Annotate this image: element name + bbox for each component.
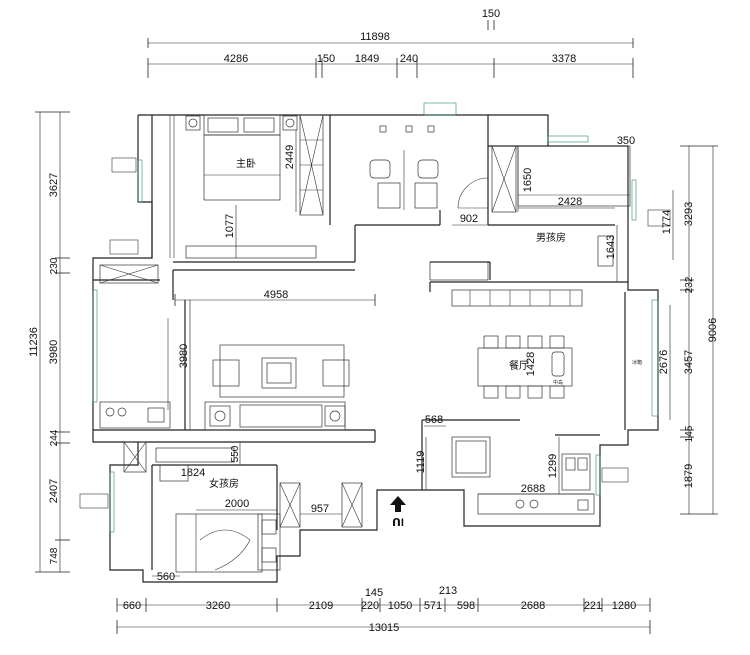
windows <box>92 102 659 533</box>
dim-int-3980: 3980 <box>178 344 190 368</box>
dim-int-1643: 1643 <box>605 235 617 259</box>
dim-int-1774: 1774 <box>661 210 673 234</box>
furniture <box>79 114 671 573</box>
dim-int-902: 902 <box>460 213 478 225</box>
dim-top-1849: 1849 <box>355 53 379 65</box>
label-master-bedroom: 主卧 <box>236 157 256 170</box>
dim-left-3627: 3627 <box>48 173 60 197</box>
dim-right-145: 145 <box>684 425 695 442</box>
dim-right-1879: 1879 <box>683 464 695 488</box>
dim-bottom-3260: 3260 <box>206 600 230 612</box>
label-girl-room: 女孩房 <box>209 477 239 490</box>
dim-left-2407: 2407 <box>48 479 60 503</box>
top-dimensions: 11898 150 4286 150 1849 240 3378 <box>147 8 634 78</box>
dim-right-overall: 9006 <box>707 318 719 342</box>
dim-top-overall: 11898 <box>360 31 390 43</box>
dim-bottom-2109: 2109 <box>309 600 333 612</box>
dim-bottom-2688: 2688 <box>521 600 545 612</box>
dim-bottom-571: 571 <box>424 600 442 612</box>
dim-top-4286: 4286 <box>224 53 248 65</box>
dim-bottom-1050: 1050 <box>388 600 412 612</box>
room-labels: 主卧 男孩房 餐厅 女孩房 冰箱 中岛 <box>209 157 642 490</box>
dim-left-230: 230 <box>49 257 60 274</box>
dim-int-1428: 1428 <box>525 352 537 376</box>
dim-bottom-220: 220 <box>361 600 379 612</box>
dim-left-overall: 11236 <box>28 327 40 357</box>
dim-int-1824: 1824 <box>181 467 205 479</box>
dim-int-350: 350 <box>617 135 635 147</box>
dim-left-3980: 3980 <box>48 340 60 364</box>
dim-bottom-overall: 13015 <box>369 622 400 634</box>
left-dimensions: 11236 3627 230 3980 244 2407 748 <box>28 111 70 573</box>
dim-int-2000: 2000 <box>225 498 249 510</box>
dim-int-560: 560 <box>157 571 175 583</box>
dim-left-748: 748 <box>49 547 60 564</box>
label-boy-room: 男孩房 <box>536 231 566 244</box>
bottom-dimensions: 660 3260 2109 220 1050 571 598 2688 221 … <box>116 585 651 634</box>
dim-int-1119: 1119 <box>415 451 427 474</box>
dim-int-568: 568 <box>425 414 443 426</box>
dim-right-3293: 3293 <box>683 202 695 226</box>
dim-int-1650: 1650 <box>522 168 534 192</box>
dim-bottom-1280: 1280 <box>612 600 636 612</box>
dim-right-3457: 3457 <box>683 350 695 374</box>
dim-int-1077: 1077 <box>224 214 236 238</box>
dim-int-2428: 2428 <box>558 196 582 208</box>
dim-bottom-221: 221 <box>584 600 602 612</box>
entry-label: ꓵI <box>392 517 404 529</box>
dim-int-550: 550 <box>230 445 241 462</box>
dim-top-3378: 3378 <box>552 53 576 65</box>
dim-top-150: 150 <box>317 53 335 65</box>
dim-right-232: 232 <box>684 276 695 293</box>
dim-bottom-660: 660 <box>123 600 141 612</box>
dim-int-4958: 4958 <box>264 289 288 301</box>
interior-dimensions: 2449 1077 4958 3980 902 1650 2428 350 17… <box>152 130 674 583</box>
dim-int-957: 957 <box>311 503 329 515</box>
dim-bottom-213: 213 <box>439 585 457 597</box>
dim-top-150-small: 150 <box>482 8 500 20</box>
right-dimensions: 3293 232 3457 145 1879 9006 <box>680 145 719 515</box>
dim-left-244: 244 <box>49 429 60 446</box>
entry-arrow-icon <box>390 496 406 512</box>
dim-int-2688: 2688 <box>521 483 545 495</box>
dim-int-2676: 2676 <box>658 350 670 374</box>
label-dining: 餐厅 <box>509 359 529 372</box>
dim-top-240: 240 <box>400 53 418 65</box>
dim-int-2449: 2449 <box>284 145 296 169</box>
label-fridge: 冰箱 <box>632 359 642 366</box>
label-center: 中岛 <box>553 379 563 386</box>
dim-bottom-598: 598 <box>457 600 475 612</box>
dim-int-1299: 1299 <box>547 454 559 478</box>
dim-bottom-145: 145 <box>365 587 383 599</box>
